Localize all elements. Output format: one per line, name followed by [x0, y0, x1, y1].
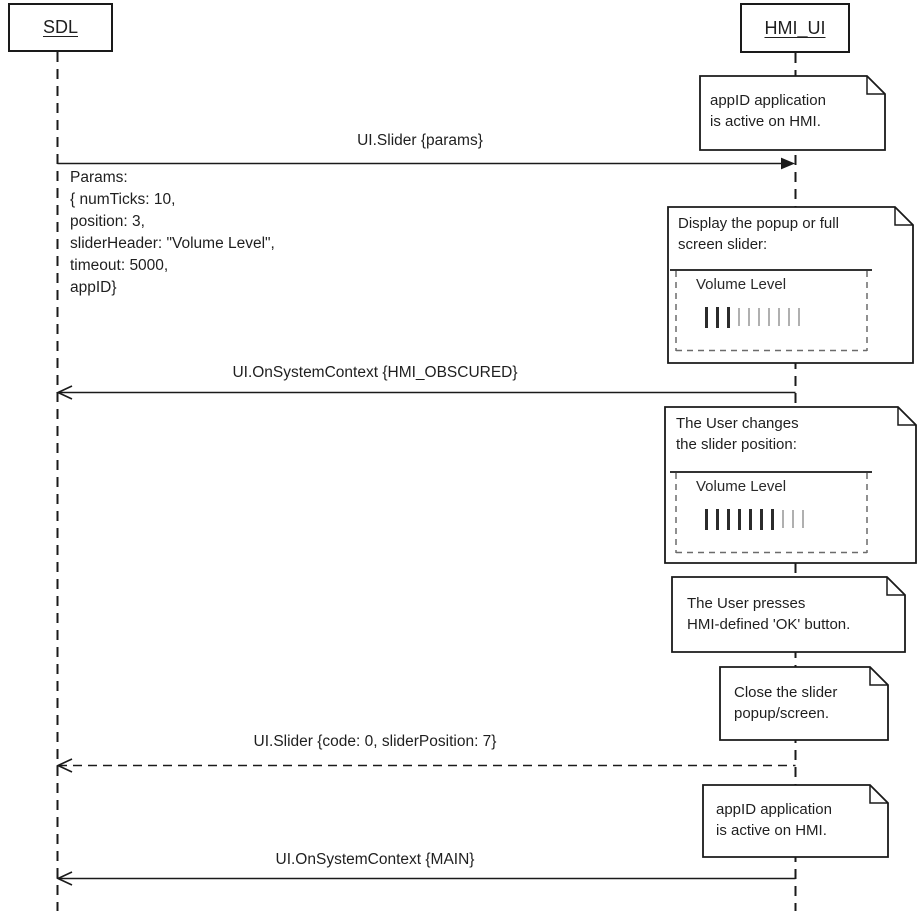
- slider-header-label: Volume Level: [696, 276, 787, 293]
- note-text-close-slider: Close the slider popup/screen.: [734, 684, 838, 722]
- slider-tick: [802, 510, 804, 528]
- slider-ticks-position-7: [705, 508, 804, 530]
- message-label-ui-slider-request: UI.Slider {params}: [357, 132, 483, 149]
- note-text-display-slider: Display the popup or full screen slider:: [678, 215, 839, 253]
- slider-tick: [768, 308, 770, 326]
- message-label-ui-slider-response: UI.Slider {code: 0, sliderPosition: 7}: [253, 733, 497, 750]
- slider-tick: [738, 508, 741, 530]
- slider-header-label: Volume Level: [696, 478, 787, 495]
- slider-tick: [705, 306, 708, 328]
- note-fold-icon: [866, 76, 885, 95]
- note-text-app-active-2: appID application is active on HMI.: [716, 801, 832, 839]
- slider-tick: [778, 308, 780, 326]
- note-shape-close-slider: [719, 666, 889, 741]
- slider-tick: [788, 308, 790, 326]
- arrowhead-open-left-icon: [56, 385, 73, 400]
- slider-tick: [771, 508, 774, 530]
- message-label-onsystemcontext-obscured: UI.OnSystemContext {HMI_OBSCURED}: [232, 364, 518, 381]
- slider-tick: [705, 508, 708, 530]
- arrowhead-open-left-icon: [56, 758, 73, 773]
- slider-tick: [749, 508, 752, 530]
- actor-sdl-label: SDL: [42, 17, 78, 37]
- params-annotation: Params: { numTicks: 10, position: 3, sli…: [70, 169, 275, 296]
- note-fold-icon: [886, 577, 905, 596]
- arrowhead-filled-right-icon: [781, 157, 795, 170]
- note-shape-user-presses-ok: [671, 576, 906, 653]
- note-shape-app-active-1: [699, 75, 886, 151]
- slider-tick: [748, 308, 750, 326]
- slider-tick: [727, 508, 730, 530]
- actor-hmi-ui-label: HMI_UI: [764, 17, 826, 38]
- slider-tick: [738, 308, 740, 326]
- note-text-app-active-1: appID application is active on HMI.: [710, 92, 826, 130]
- slider-tick: [758, 308, 760, 326]
- slider-tick: [792, 510, 794, 528]
- note-fold-icon: [894, 207, 913, 226]
- slider-tick: [716, 508, 719, 530]
- actor-hmi-ui: HMI_UI: [740, 3, 850, 53]
- note-text-user-changes-position: The User changes the slider position:: [676, 415, 799, 453]
- note-fold-icon: [897, 407, 916, 426]
- actor-sdl: SDL: [8, 3, 113, 52]
- note-shape-app-active-2: [702, 784, 889, 858]
- note-fold-icon: [869, 667, 888, 686]
- note-text-user-presses-ok: The User presses HMI-defined 'OK' button…: [687, 595, 851, 633]
- slider-tick: [727, 306, 730, 328]
- arrowhead-open-left-icon: [56, 871, 73, 886]
- note-fold-icon: [869, 785, 888, 804]
- message-label-onsystemcontext-main: UI.OnSystemContext {MAIN}: [275, 851, 475, 868]
- slider-tick: [760, 508, 763, 530]
- slider-tick: [782, 510, 784, 528]
- slider-ticks-position-3: [705, 306, 800, 328]
- slider-tick: [716, 306, 719, 328]
- slider-tick: [798, 308, 800, 326]
